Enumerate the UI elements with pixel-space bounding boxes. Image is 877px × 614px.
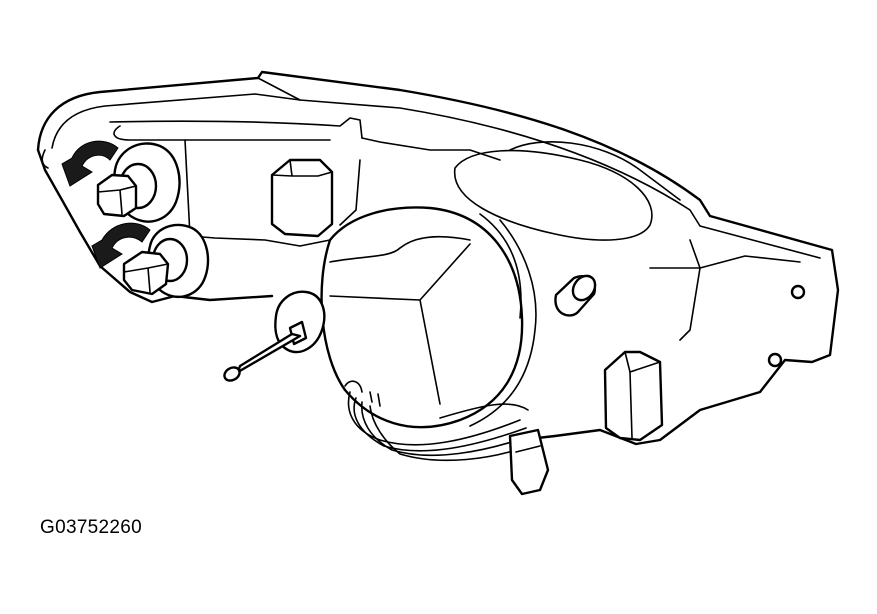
upper-bulb-socket (98, 143, 179, 221)
oval-window (455, 151, 652, 240)
upper-center-block (272, 160, 332, 236)
wiring-harness (345, 381, 548, 494)
adjuster-peg (555, 272, 599, 316)
top-notch (258, 78, 300, 100)
housing-lower-left (38, 150, 272, 302)
right-block-edge (630, 372, 632, 438)
left-tab (42, 150, 48, 168)
housing-web-2 (362, 138, 500, 160)
housing-rim (52, 94, 820, 258)
main-bulb-cover (322, 207, 536, 427)
rotate-arrow-icon (62, 141, 150, 268)
top-ridge-2 (114, 126, 330, 140)
top-ridge (110, 118, 362, 138)
mount-hole-lower (769, 354, 781, 366)
right-block (605, 352, 662, 440)
mount-hole-upper (792, 286, 804, 298)
figure-code: G03752260 (40, 517, 143, 538)
right-flange (650, 256, 800, 268)
housing-outline (38, 72, 838, 444)
right-flange-edge (680, 240, 700, 340)
housing-web-3 (340, 160, 360, 225)
oval-rim (510, 142, 680, 200)
lower-bulb-socket (124, 225, 208, 297)
adjuster-rod (222, 292, 324, 383)
housing-web (185, 140, 330, 246)
